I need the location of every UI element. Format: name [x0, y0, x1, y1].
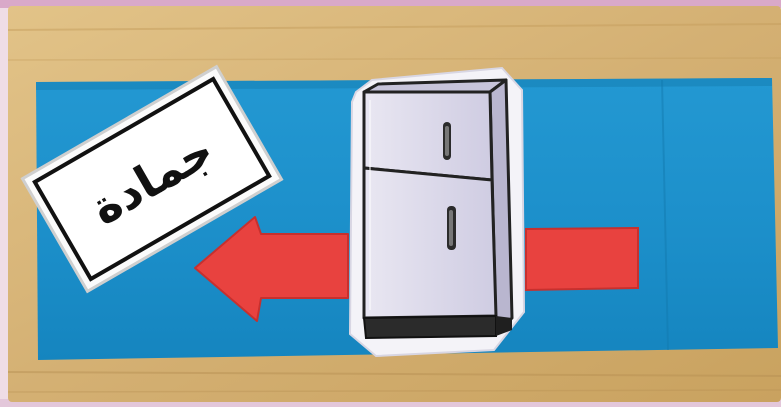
refrigerator-icon [350, 68, 524, 356]
arrow-tail-icon [526, 228, 638, 290]
